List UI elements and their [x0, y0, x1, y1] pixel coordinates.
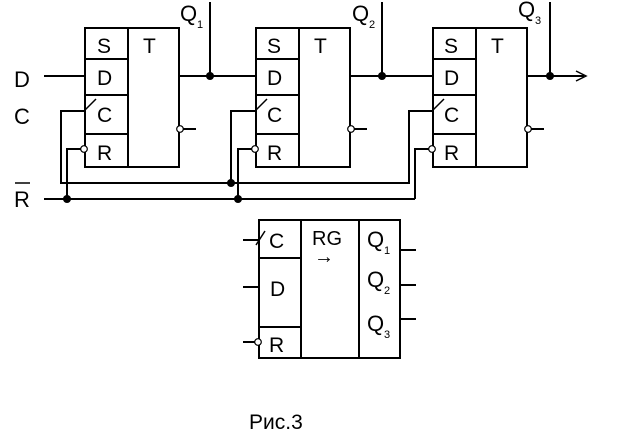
reset-branch-3: [414, 148, 429, 199]
flipflop-2-c-pin: C: [267, 104, 282, 127]
flipflop-3-body: [432, 27, 528, 168]
svg-text:Q: Q: [367, 311, 384, 336]
register-output-q1: Q 1: [367, 227, 390, 257]
flipflop-1-r-inverted-bubble: [80, 145, 88, 153]
flipflop-1-dynamic-c-mark: [83, 98, 97, 112]
q1-junction: [206, 72, 214, 80]
flipflop-1-s-pin: S: [97, 35, 111, 58]
svg-text:Q: Q: [367, 267, 384, 292]
register-rg-label: RG: [312, 228, 342, 250]
flipflop-2: S D C R T: [251, 27, 367, 168]
q1-label: Q 1: [180, 1, 203, 31]
svg-text:Q: Q: [518, 0, 535, 22]
flipflop-3-dynamic-c-mark: [431, 98, 445, 112]
clock-junction: [227, 179, 235, 187]
register-body: [258, 219, 401, 359]
flipflop-1-r-pin: R: [97, 142, 112, 165]
register-d-pin: D: [270, 278, 285, 301]
flipflop-1-c-pin: C: [97, 104, 112, 127]
flipflop-3-inverted-q-bubble: [524, 125, 532, 133]
reset-branch-1: [66, 148, 81, 199]
q3-label: Q 3: [518, 0, 541, 27]
d-input-label: D: [14, 67, 30, 92]
flipflop-3-d-pin: D: [444, 67, 459, 90]
svg-text:1: 1: [197, 19, 203, 31]
clock-branch-2: [230, 110, 256, 183]
flipflop-1-d-pin: D: [97, 67, 112, 90]
flipflop-2-dynamic-c-mark: [254, 98, 268, 112]
q2-junction: [378, 72, 386, 80]
flipflop-1-body: [84, 27, 180, 168]
reset-junction-2: [234, 195, 242, 203]
flipflop-3-r-inverted-bubble: [428, 145, 436, 153]
flipflop-2-d-pin: D: [267, 67, 282, 90]
flipflop-2-r-inverted-bubble: [251, 145, 259, 153]
flipflop-1-t-label: T: [143, 35, 156, 58]
svg-text:1: 1: [384, 245, 390, 257]
svg-text:3: 3: [384, 329, 390, 341]
register-r-pin: R: [269, 334, 284, 357]
reset-branch-2: [237, 148, 252, 199]
reset-junction-1: [63, 195, 71, 203]
flipflop-3-s-pin: S: [444, 35, 458, 58]
wiring: [44, 2, 588, 203]
flipflop-2-inverted-q-bubble: [347, 125, 355, 133]
register-shift-arrow-icon: →: [314, 246, 334, 268]
flipflop-3: S D C R T: [428, 27, 544, 168]
q2-label: Q 2: [352, 1, 375, 31]
svg-text:Q: Q: [367, 227, 384, 252]
flipflop-1: S D C R T: [80, 27, 196, 168]
register-output-q3: Q 3: [367, 311, 390, 341]
register-dynamic-c-mark: [255, 230, 266, 246]
figure-caption: Рис.3: [249, 411, 303, 434]
flipflop-3-c-pin: C: [444, 104, 459, 127]
flipflop-3-r-pin: R: [444, 142, 459, 165]
flipflop-3-t-label: T: [491, 35, 504, 58]
svg-text:2: 2: [369, 19, 375, 31]
svg-text:Q: Q: [352, 1, 369, 26]
output-arrow-icon: [575, 70, 588, 82]
c-input-label: C: [14, 104, 30, 129]
register-c-pin: C: [269, 230, 284, 253]
flipflop-2-body: [255, 27, 351, 168]
flipflop-1-inverted-q-bubble: [176, 125, 184, 133]
register-r-inverted-bubble: [254, 338, 262, 346]
svg-text:Q: Q: [180, 1, 197, 26]
svg-text:3: 3: [535, 15, 541, 27]
r-bar-input-label: R: [14, 187, 30, 212]
flipflop-2-r-pin: R: [267, 142, 282, 165]
register-output-q2: Q 2: [367, 267, 390, 297]
flipflop-2-s-pin: S: [267, 35, 281, 58]
q3-junction: [546, 72, 554, 80]
svg-text:2: 2: [384, 285, 390, 297]
register-symbol: C D R RG → Q 1 Q 2 Q 3: [243, 219, 416, 359]
flipflop-2-t-label: T: [314, 35, 327, 58]
